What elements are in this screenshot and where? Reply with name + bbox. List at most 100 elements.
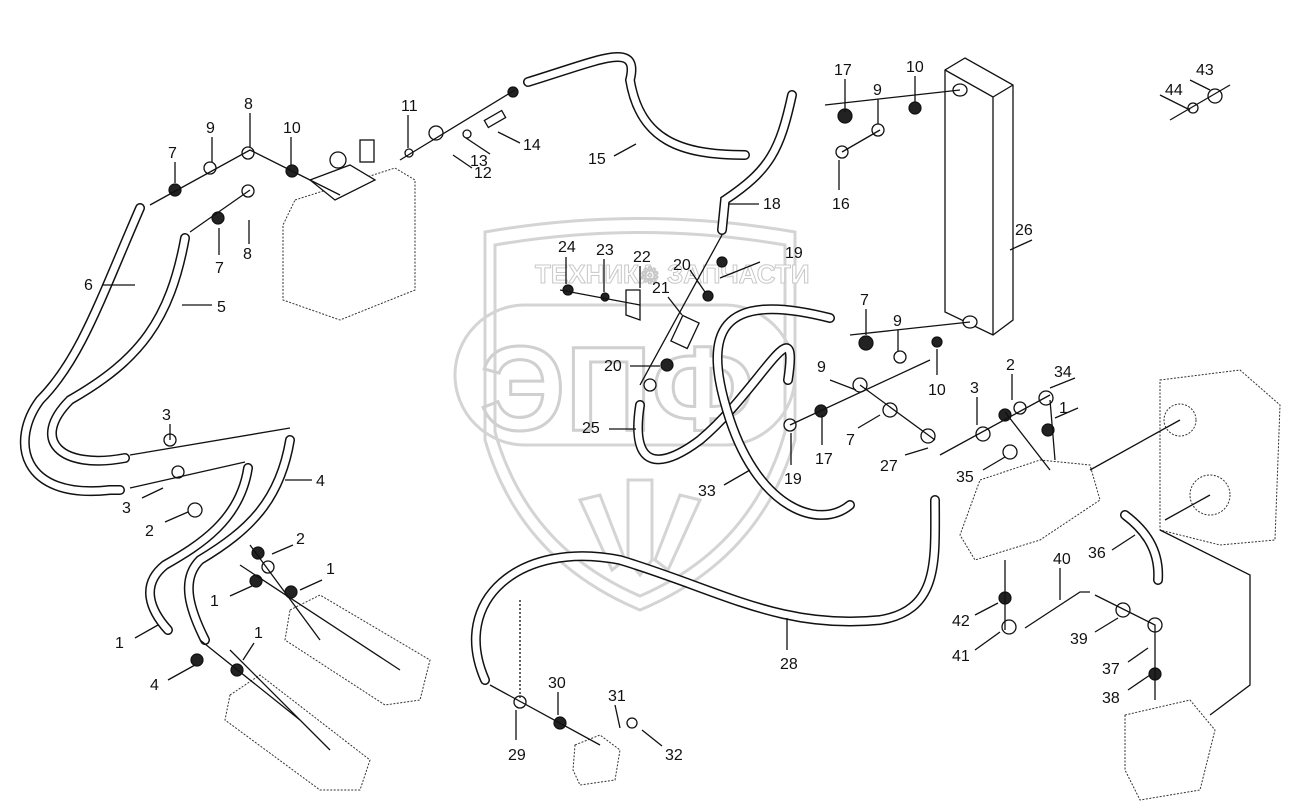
callout-label-4[interactable]: 4 — [316, 473, 325, 490]
callout-label-23[interactable]: 23 — [596, 242, 614, 259]
callout-label-33[interactable]: 33 — [698, 483, 716, 500]
callout-label-21[interactable]: 21 — [652, 280, 670, 297]
callout-label-18[interactable]: 18 — [763, 196, 781, 213]
connection-lines — [129, 84, 1251, 751]
callout-label-40[interactable]: 40 — [1053, 551, 1071, 568]
distribution-block — [572, 734, 621, 786]
callout-leader-line — [134, 624, 159, 639]
callout-label-43[interactable]: 43 — [1196, 62, 1214, 79]
callout-leader-line — [1159, 94, 1191, 111]
callout-label-3[interactable]: 3 — [162, 407, 171, 424]
callout-label-3[interactable]: 3 — [122, 500, 131, 517]
callout-label-1[interactable]: 1 — [115, 635, 124, 652]
callout-leader-line — [299, 579, 323, 591]
callout-leader-line — [465, 137, 491, 155]
callout-label-25[interactable]: 25 — [582, 420, 600, 437]
callout-label-12[interactable]: 12 — [474, 165, 492, 182]
callout-label-2[interactable]: 2 — [296, 531, 305, 548]
watermark-band — [453, 303, 797, 447]
callout-leader-line — [141, 487, 164, 499]
callout-label-13[interactable]: 13 — [470, 153, 488, 170]
hydraulic-pump — [959, 459, 1101, 561]
callout-label-4[interactable]: 4 — [150, 677, 159, 694]
callout-label-38[interactable]: 38 — [1102, 690, 1120, 707]
callout-leader-line — [857, 414, 881, 429]
callout-label-9[interactable]: 9 — [817, 359, 826, 376]
callout-label-16[interactable]: 16 — [832, 196, 850, 213]
callout-leader-line — [689, 269, 706, 293]
callout-label-19[interactable]: 19 — [785, 245, 803, 262]
callout-leader-line — [229, 585, 253, 597]
callout-label-8[interactable]: 8 — [243, 246, 252, 263]
callout-label-10[interactable]: 10 — [283, 120, 301, 137]
callout-leader-line — [1054, 407, 1079, 419]
callout-label-9[interactable]: 9 — [893, 313, 902, 330]
callout-leader-line — [613, 143, 637, 157]
watermark-emblem: ЭПФ — [480, 322, 754, 456]
callout-label-20[interactable]: 20 — [604, 358, 622, 375]
callout-label-1[interactable]: 1 — [210, 593, 219, 610]
callout-label-10[interactable]: 10 — [906, 59, 924, 76]
callout-leader-line — [164, 511, 189, 523]
callout-label-41[interactable]: 41 — [952, 648, 970, 665]
callout-leader-line — [723, 469, 751, 486]
callout-label-7[interactable]: 7 — [846, 432, 855, 449]
callout-label-34[interactable]: 34 — [1054, 364, 1072, 381]
callout-label-10[interactable]: 10 — [928, 382, 946, 399]
callout-label-29[interactable]: 29 — [508, 747, 526, 764]
watermark: ТЕХНИКА ⚙ ЗАПЧАСТИ ЭПФ — [453, 217, 810, 612]
callout-leader-line — [667, 296, 683, 316]
hose-18 — [717, 90, 797, 235]
callout-label-11[interactable]: 11 — [401, 98, 418, 115]
callout-leader-line — [1094, 617, 1119, 633]
hydraulic-motor — [1124, 699, 1216, 801]
valve-unit-lower — [224, 674, 371, 791]
callout-label-36[interactable]: 36 — [1088, 545, 1106, 562]
callout-label-5[interactable]: 5 — [217, 299, 226, 316]
watermark-shield-outer — [483, 217, 797, 612]
callout-leader-line — [452, 154, 473, 169]
watermark-text-left: ТЕХНИКА — [535, 259, 658, 289]
callout-label-9[interactable]: 9 — [206, 120, 215, 137]
callout-label-31[interactable]: 31 — [608, 688, 626, 705]
callout-leader-line — [829, 379, 857, 391]
callout-label-42[interactable]: 42 — [952, 613, 970, 630]
callout-label-19[interactable]: 19 — [784, 471, 802, 488]
callout-leader-line — [1049, 377, 1076, 389]
callout-label-2[interactable]: 2 — [145, 523, 154, 540]
callout-label-27[interactable]: 27 — [880, 458, 898, 475]
callout-label-14[interactable]: 14 — [523, 137, 541, 154]
gearbox — [1159, 369, 1281, 546]
callout-label-6[interactable]: 6 — [84, 277, 93, 294]
callout-label-1[interactable]: 1 — [1059, 400, 1068, 417]
callout-label-26[interactable]: 26 — [1015, 222, 1033, 239]
callout-label-2[interactable]: 2 — [1006, 357, 1015, 374]
callout-label-7[interactable]: 7 — [168, 145, 177, 162]
callout-label-35[interactable]: 35 — [956, 469, 974, 486]
callout-leader-line — [614, 704, 621, 729]
callout-label-44[interactable]: 44 — [1165, 82, 1183, 99]
callout-leader-line — [1189, 79, 1211, 91]
callout-leader-line — [497, 131, 521, 144]
callout-label-37[interactable]: 37 — [1102, 661, 1120, 678]
callout-label-15[interactable]: 15 — [588, 151, 606, 168]
callout-label-22[interactable]: 22 — [633, 249, 651, 266]
callout-label-7[interactable]: 7 — [860, 292, 869, 309]
callout-label-24[interactable]: 24 — [558, 239, 576, 256]
callout-label-9[interactable]: 9 — [873, 82, 882, 99]
callout-label-32[interactable]: 32 — [665, 747, 683, 764]
callout-label-17[interactable]: 17 — [834, 62, 852, 79]
callout-label-20[interactable]: 20 — [673, 257, 691, 274]
watermark-gear-icon: ⚙ — [640, 263, 660, 288]
callout-label-39[interactable]: 39 — [1070, 631, 1088, 648]
callout-label-17[interactable]: 17 — [815, 451, 833, 468]
callout-label-8[interactable]: 8 — [244, 96, 253, 113]
watermark-shield-inner — [493, 231, 787, 598]
callout-label-1[interactable]: 1 — [254, 625, 263, 642]
callout-label-30[interactable]: 30 — [548, 675, 566, 692]
callout-leader-line — [982, 456, 1006, 471]
callout-label-28[interactable]: 28 — [780, 656, 798, 673]
callout-label-3[interactable]: 3 — [970, 380, 979, 397]
callout-label-7[interactable]: 7 — [215, 260, 224, 277]
callout-label-1[interactable]: 1 — [326, 561, 335, 578]
